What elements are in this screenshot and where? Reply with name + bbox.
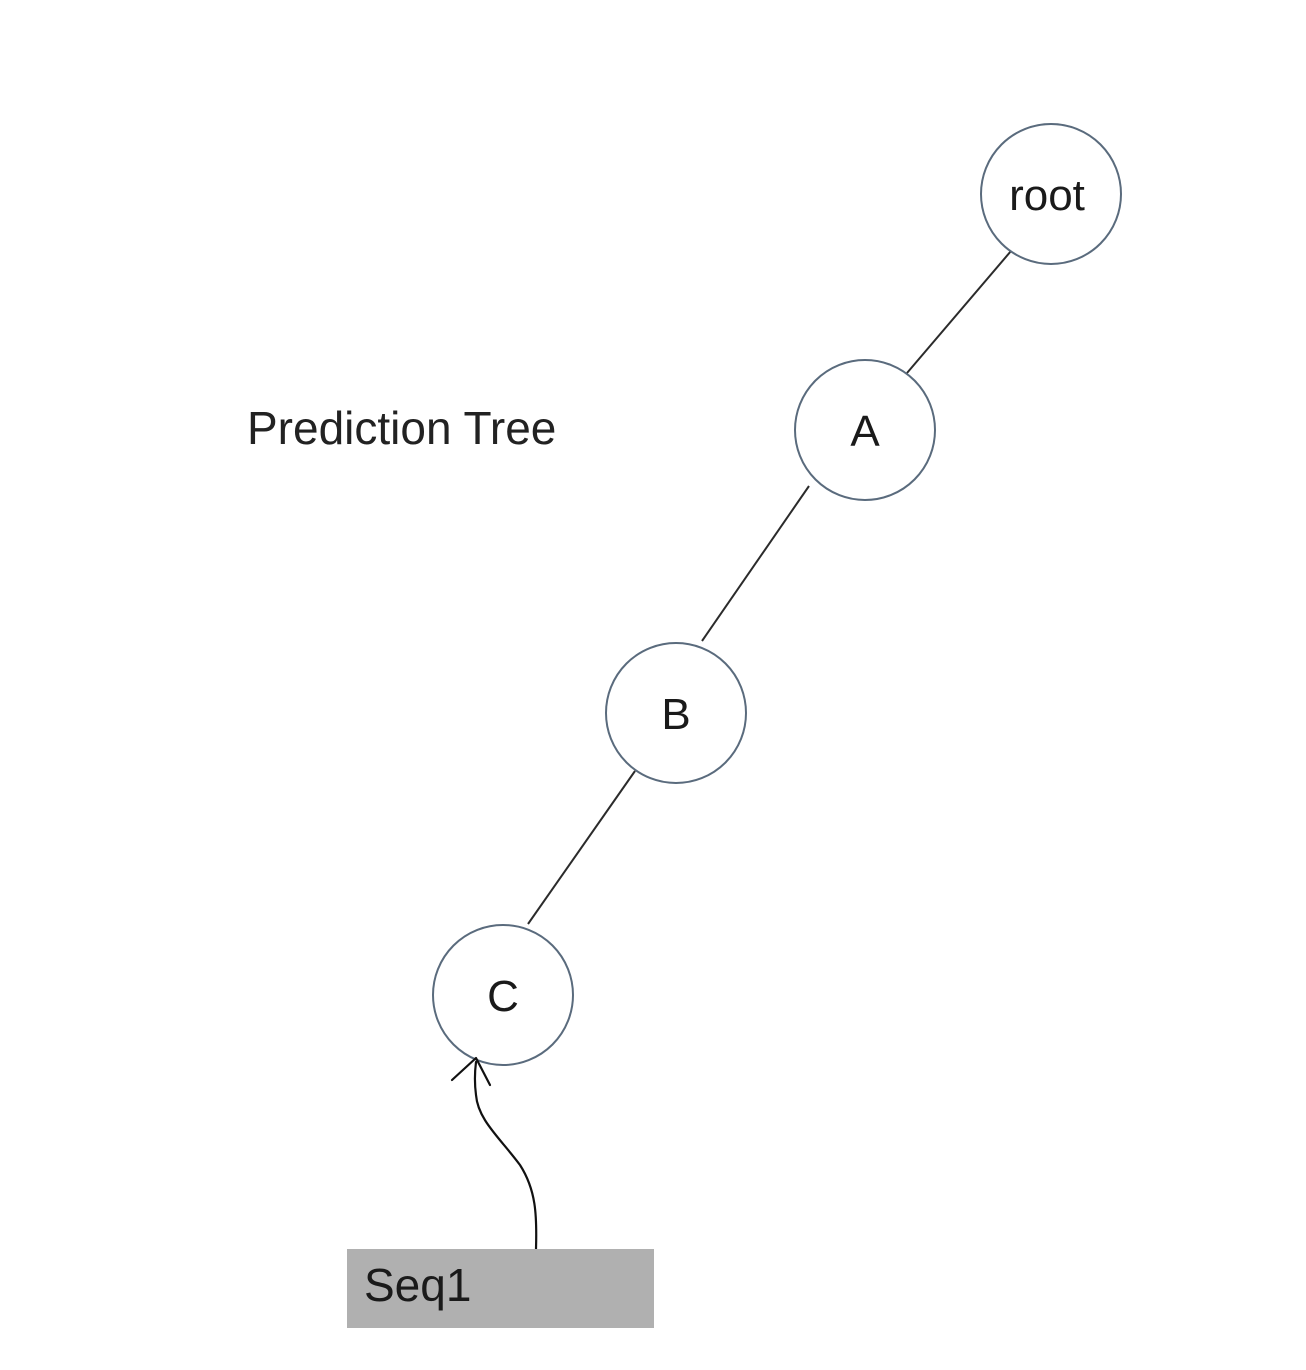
sequence-pointer-arrow bbox=[473, 1060, 538, 1251]
node-a[interactable]: A bbox=[794, 359, 936, 501]
edge-a-b bbox=[701, 485, 810, 642]
node-c-label: C bbox=[487, 972, 519, 1021]
edge-b-c bbox=[527, 770, 636, 925]
node-root-label: root bbox=[1009, 171, 1085, 220]
node-c[interactable]: C bbox=[432, 924, 574, 1066]
sequence-label: Seq1 bbox=[364, 1259, 471, 1311]
sequence-box[interactable]: Seq1 bbox=[347, 1249, 654, 1328]
node-a-label: A bbox=[850, 407, 880, 456]
node-root[interactable]: root bbox=[980, 123, 1122, 265]
diagram-title: Prediction Tree bbox=[247, 402, 556, 454]
node-b[interactable]: B bbox=[605, 642, 747, 784]
arrowhead-icon bbox=[450, 1056, 492, 1087]
edge-root-a bbox=[906, 250, 1012, 374]
node-b-label: B bbox=[661, 690, 690, 739]
